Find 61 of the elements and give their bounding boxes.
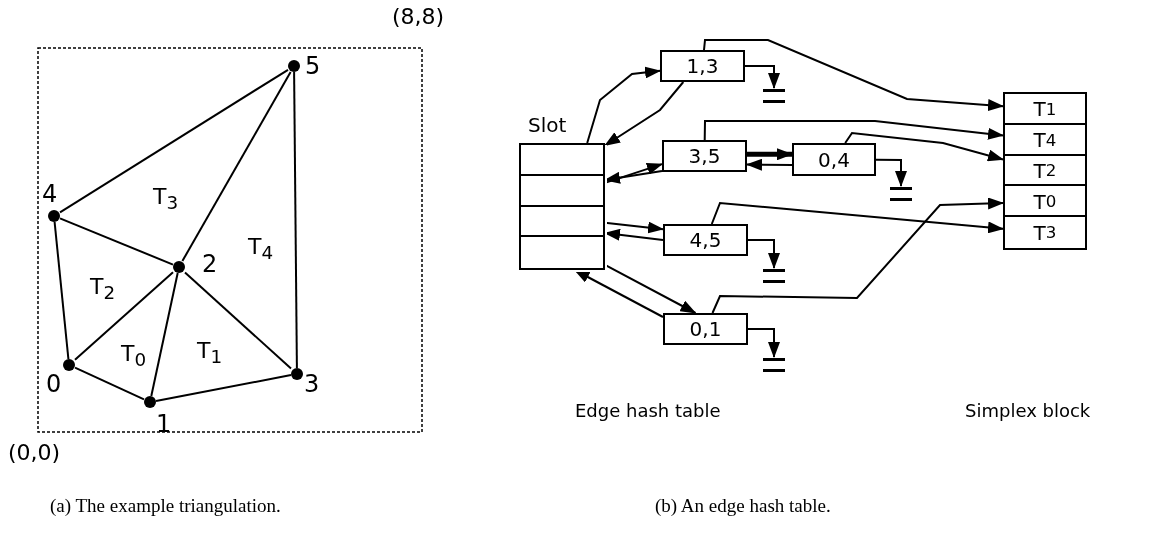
caption: Simplex block xyxy=(965,402,1091,420)
caption: Edge hash table xyxy=(575,402,721,420)
pointer-arrow xyxy=(604,228,664,241)
pointer-arrow xyxy=(604,169,663,184)
mesh-edge xyxy=(293,71,298,369)
vertex-dot xyxy=(288,60,300,72)
mesh-edge xyxy=(59,68,289,214)
vertex-dot xyxy=(291,368,303,380)
mesh-edge xyxy=(53,221,70,360)
pointer-arrow xyxy=(711,197,1004,314)
mesh-edge xyxy=(59,217,174,266)
pointer-arrow xyxy=(604,163,663,184)
pointer-arrow xyxy=(875,158,907,187)
triangle-label: T$_{2}$ xyxy=(90,276,116,303)
pointer-arrow xyxy=(573,269,664,318)
list-entry: 0,4 xyxy=(792,143,876,176)
triangle-label: T$_{0}$ xyxy=(121,343,147,370)
pointer-arrow xyxy=(604,81,685,147)
mesh-edge xyxy=(150,272,179,397)
triangle-label: T$_{1}$ xyxy=(197,340,223,367)
figure-caption: (a) The example triangulation. xyxy=(50,496,281,515)
pointer-arrow xyxy=(747,328,780,358)
pointer-arrow xyxy=(586,66,661,144)
list-entry: 0,1 xyxy=(663,313,748,345)
pointer-arrow xyxy=(604,263,697,314)
mesh-edge xyxy=(181,71,292,262)
pointer-arrow xyxy=(844,131,1004,162)
vertex-number: 3 xyxy=(304,372,320,396)
list-entry: 4,5 xyxy=(663,224,748,256)
list-entry: 3,5 xyxy=(662,140,747,172)
table-heading: Slot xyxy=(528,115,567,135)
vertex-number: 2 xyxy=(202,252,218,276)
vertex-number: 1 xyxy=(156,412,172,436)
pointer-arrow xyxy=(747,239,780,269)
list-entry: 1,3 xyxy=(660,50,745,82)
vertex-dot xyxy=(173,261,185,273)
pointer-arrow xyxy=(746,158,793,171)
triangle-label: T$_{3}$ xyxy=(153,186,179,213)
coordinate-label: (0,0) xyxy=(8,442,61,464)
pointer-arrow xyxy=(710,201,1004,234)
pointer-arrow xyxy=(703,120,1004,141)
simplex-block xyxy=(1005,94,1089,252)
pointer-arrow xyxy=(747,148,793,161)
vertex-number: 5 xyxy=(305,54,321,78)
figure-caption: (b) An edge hash table. xyxy=(655,496,831,515)
vertex-number: 4 xyxy=(42,182,58,206)
coordinate-label: (8,8) xyxy=(392,6,445,28)
table-cell xyxy=(519,235,605,270)
vertex-dot xyxy=(63,359,75,371)
mesh-edge xyxy=(74,366,145,401)
triangle-label: T$_{4}$ xyxy=(248,236,274,263)
vertex-dot xyxy=(144,396,156,408)
pointer-arrow xyxy=(703,39,1004,112)
pointer-arrow xyxy=(604,221,664,234)
mesh-edge xyxy=(184,271,292,370)
slot-table xyxy=(521,145,607,272)
pointer-arrow xyxy=(744,65,780,89)
vertex-number: 0 xyxy=(46,372,62,396)
vertex-dot xyxy=(48,210,60,222)
mesh-edge xyxy=(74,271,174,361)
mesh-edge xyxy=(155,374,292,402)
